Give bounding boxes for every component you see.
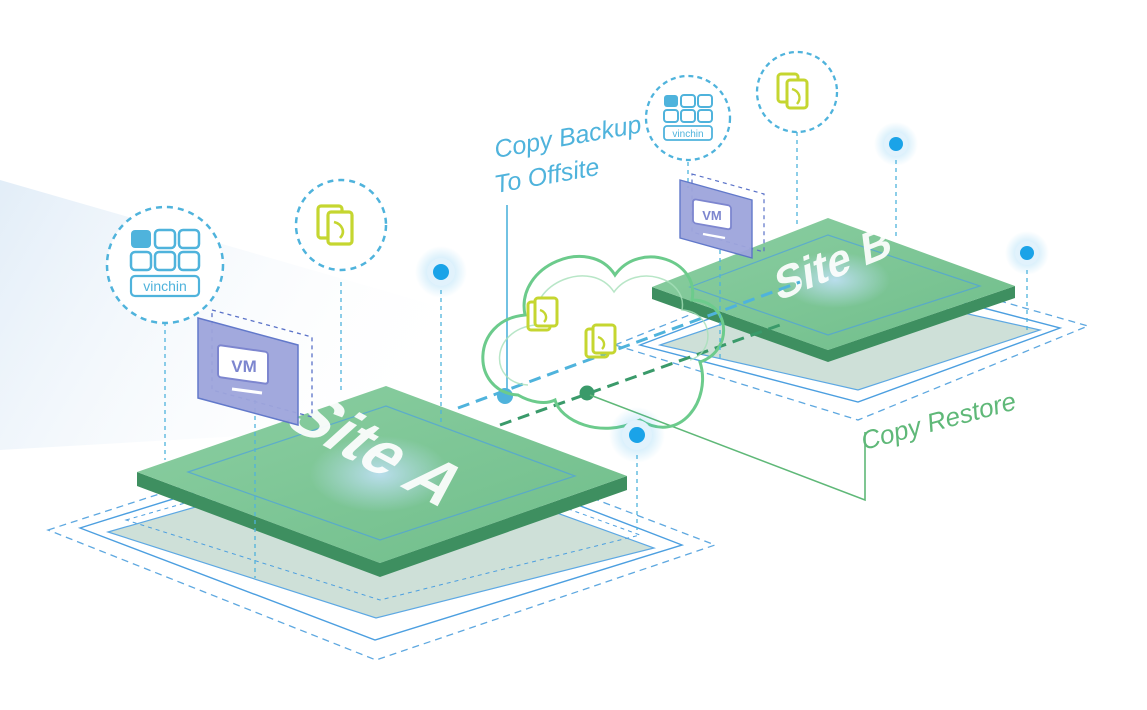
site-b-slab-side xyxy=(652,286,1015,362)
site-a-inner-dash xyxy=(124,443,642,601)
site-a-slab-inner xyxy=(186,405,577,541)
restore-path-line xyxy=(499,323,781,427)
copy-restore-leader xyxy=(589,394,866,502)
site-b: Site B xyxy=(613,214,1090,421)
site-a-slab-side xyxy=(137,472,627,577)
site-b-vm-label: VM xyxy=(702,208,722,223)
copy-restore-label: Copy Restore xyxy=(858,386,1019,456)
site-a-glow xyxy=(310,436,450,512)
site-b-location-dot-icon-2 xyxy=(1005,231,1049,332)
cloud-document-icon-2 xyxy=(584,323,617,359)
site-a-vm-label: VM xyxy=(231,357,257,376)
site-a-brand-text: vinchin xyxy=(143,278,187,294)
cloud-document-icon-1 xyxy=(526,296,559,332)
site-a-vm-monitor-icon: VM xyxy=(197,309,313,578)
site-b-vinchin-logo-icon: vinchin xyxy=(644,74,732,188)
site-b-document-icon xyxy=(755,50,839,225)
site-b-glow xyxy=(780,252,890,308)
site-a-cloud-dot-icon xyxy=(609,407,665,530)
site-a-vinchin-logo-icon: vinchin xyxy=(105,205,225,460)
site-a-location-dot-icon xyxy=(415,246,467,425)
site-b-vm-monitor-icon: VM xyxy=(679,173,765,360)
site-b-slab-inner xyxy=(688,234,982,336)
backup-path-line xyxy=(457,280,801,410)
cloud-icon xyxy=(481,255,725,430)
site-b-location-dot-icon-1 xyxy=(874,122,918,240)
site-a: Site A xyxy=(46,382,717,661)
site-a-document-icon xyxy=(294,178,388,390)
site-b-brand-text: vinchin xyxy=(672,129,703,140)
copy-backup-label-line1: Copy Backup xyxy=(492,110,643,163)
restore-node-dot xyxy=(579,385,595,401)
